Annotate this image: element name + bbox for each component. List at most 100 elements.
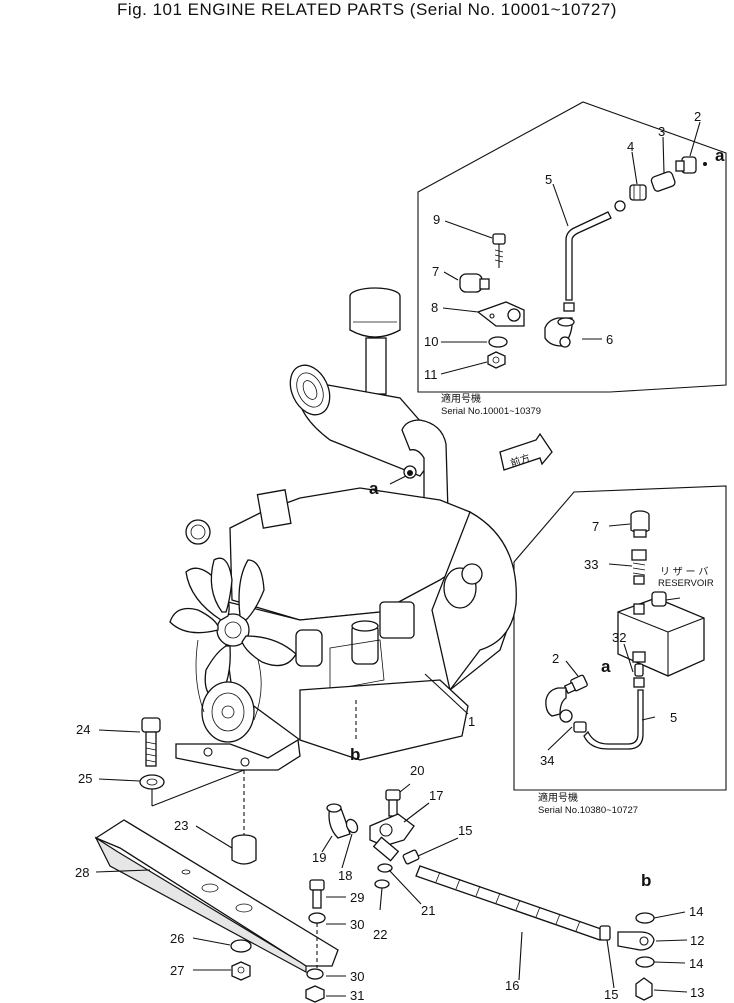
part-20-bolt [385,789,401,817]
callout-lower-2: 2 [552,651,559,666]
part-7-switch [459,273,490,293]
callout-27: 27 [170,963,184,978]
part-15-clip-right [599,925,611,941]
part-18-ring [345,818,359,834]
callout-14-bottom: 14 [689,956,703,971]
callout-11: 11 [424,367,438,382]
part-5-tube [565,211,612,301]
letter-a-upper: a [715,146,725,165]
upper-caption-jp: 適用号機 [441,392,481,405]
part-19-plug [326,803,351,839]
callout-16: 16 [505,978,519,993]
part-26-washer [230,939,252,953]
part-22-washer [374,879,390,889]
callout-24: 24 [76,722,90,737]
reservoir-tank [617,591,705,677]
cooling-fan [169,557,297,701]
oil-line-parts [321,783,688,1001]
part-15-clip [402,849,420,865]
lower-elbow-fitting [545,687,573,723]
part-24-bolt [141,717,161,767]
part-21-washer [377,863,393,873]
mount-parts [94,717,346,1003]
reservoir-jp: リ ザ ー バ [660,566,708,578]
callout-lower-34: 34 [540,753,554,768]
part-8-bracket [476,301,525,327]
part-12-banjo [617,931,655,951]
part-27-nut [231,961,251,981]
callout-18: 18 [338,868,352,883]
callout-lower-32: 32 [612,630,626,645]
callout-19: 19 [312,850,326,865]
callout-10: 10 [424,334,438,349]
part-30-washer-bottom [306,968,324,980]
part-4-nut [629,184,647,201]
front-direction-arrow [499,432,553,471]
part-9-bolt [492,233,506,268]
part-16-hose [415,865,605,941]
part-17-clamp [369,813,415,862]
upper-caption: Serial No.10001~10379 [441,406,541,417]
part-31-nut [305,985,325,1003]
part-14-washer-top [635,912,655,924]
figure-title: Fig. 101 ENGINE RELATED PARTS (Serial No… [117,0,617,19]
part-23-cushion [231,834,257,865]
callout-15: 15 [458,823,472,838]
reservoir-label: RESERVOIR [658,578,714,589]
part-30-washer-top [308,912,326,924]
lower-part-34-nut [573,721,587,733]
callout-23: 23 [174,818,188,833]
callout-7: 7 [432,264,439,279]
upper-inset [417,101,727,393]
callout-lower-7: 7 [592,519,599,534]
callout-8: 8 [431,300,438,315]
callout-15-right: 15 [604,987,618,1002]
part-10-washer [488,336,508,348]
lower-part-2-fitting [563,674,588,695]
callout-13: 13 [690,985,704,1000]
lower-part-33-fitting [631,549,647,585]
letter-b-right: b [641,871,651,890]
callout-lower-5: 5 [670,710,677,725]
part-25-washer [139,774,165,790]
part-29-bolt [309,879,325,909]
part-ring [614,200,626,212]
callout-29: 29 [350,890,364,905]
callout-6: 6 [606,332,613,347]
lower-part-7-switch [630,510,650,538]
callout-3: 3 [658,124,665,139]
letter-a-lower: a [601,657,611,676]
callout-25: 25 [78,771,92,786]
callout-lower-33: 33 [584,557,598,572]
callout-30-top: 30 [350,917,364,932]
main-labels: 前方 a b 1 24 25 23 28 20 17 15 19 18 21 2… [75,451,704,1003]
part-28-rail [94,819,339,974]
part-11-nut [487,351,506,369]
callout-31: 31 [350,988,364,1003]
part-3-sleeve [650,171,676,192]
callout-26: 26 [170,931,184,946]
lower-part-32-fitting [632,651,646,688]
callout-30-bottom: 30 [350,969,364,984]
callout-20: 20 [410,763,424,778]
part-2-fitting [675,156,707,174]
callout-12: 12 [690,933,704,948]
part-5-end [563,302,575,312]
callout-14-top: 14 [689,904,703,919]
lower-inset-labels: 7 33 リ ザ ー バ RESERVOIR 32 2 a 5 34 適用号機 … [538,519,714,816]
lower-inset [513,485,727,791]
callout-1: 1 [468,714,475,729]
callout-22: 22 [373,927,387,942]
lower-caption: Serial No.10380~10727 [538,805,638,816]
callout-21: 21 [421,903,435,918]
callout-17: 17 [429,788,443,803]
part-14-washer-bottom [635,956,655,968]
engine-assembly [169,287,517,771]
callout-9: 9 [433,212,440,227]
lower-caption-jp: 適用号機 [538,791,578,804]
letter-b-engine: b [350,745,360,764]
part-13-bolt [635,977,653,1001]
callout-4: 4 [627,139,634,154]
